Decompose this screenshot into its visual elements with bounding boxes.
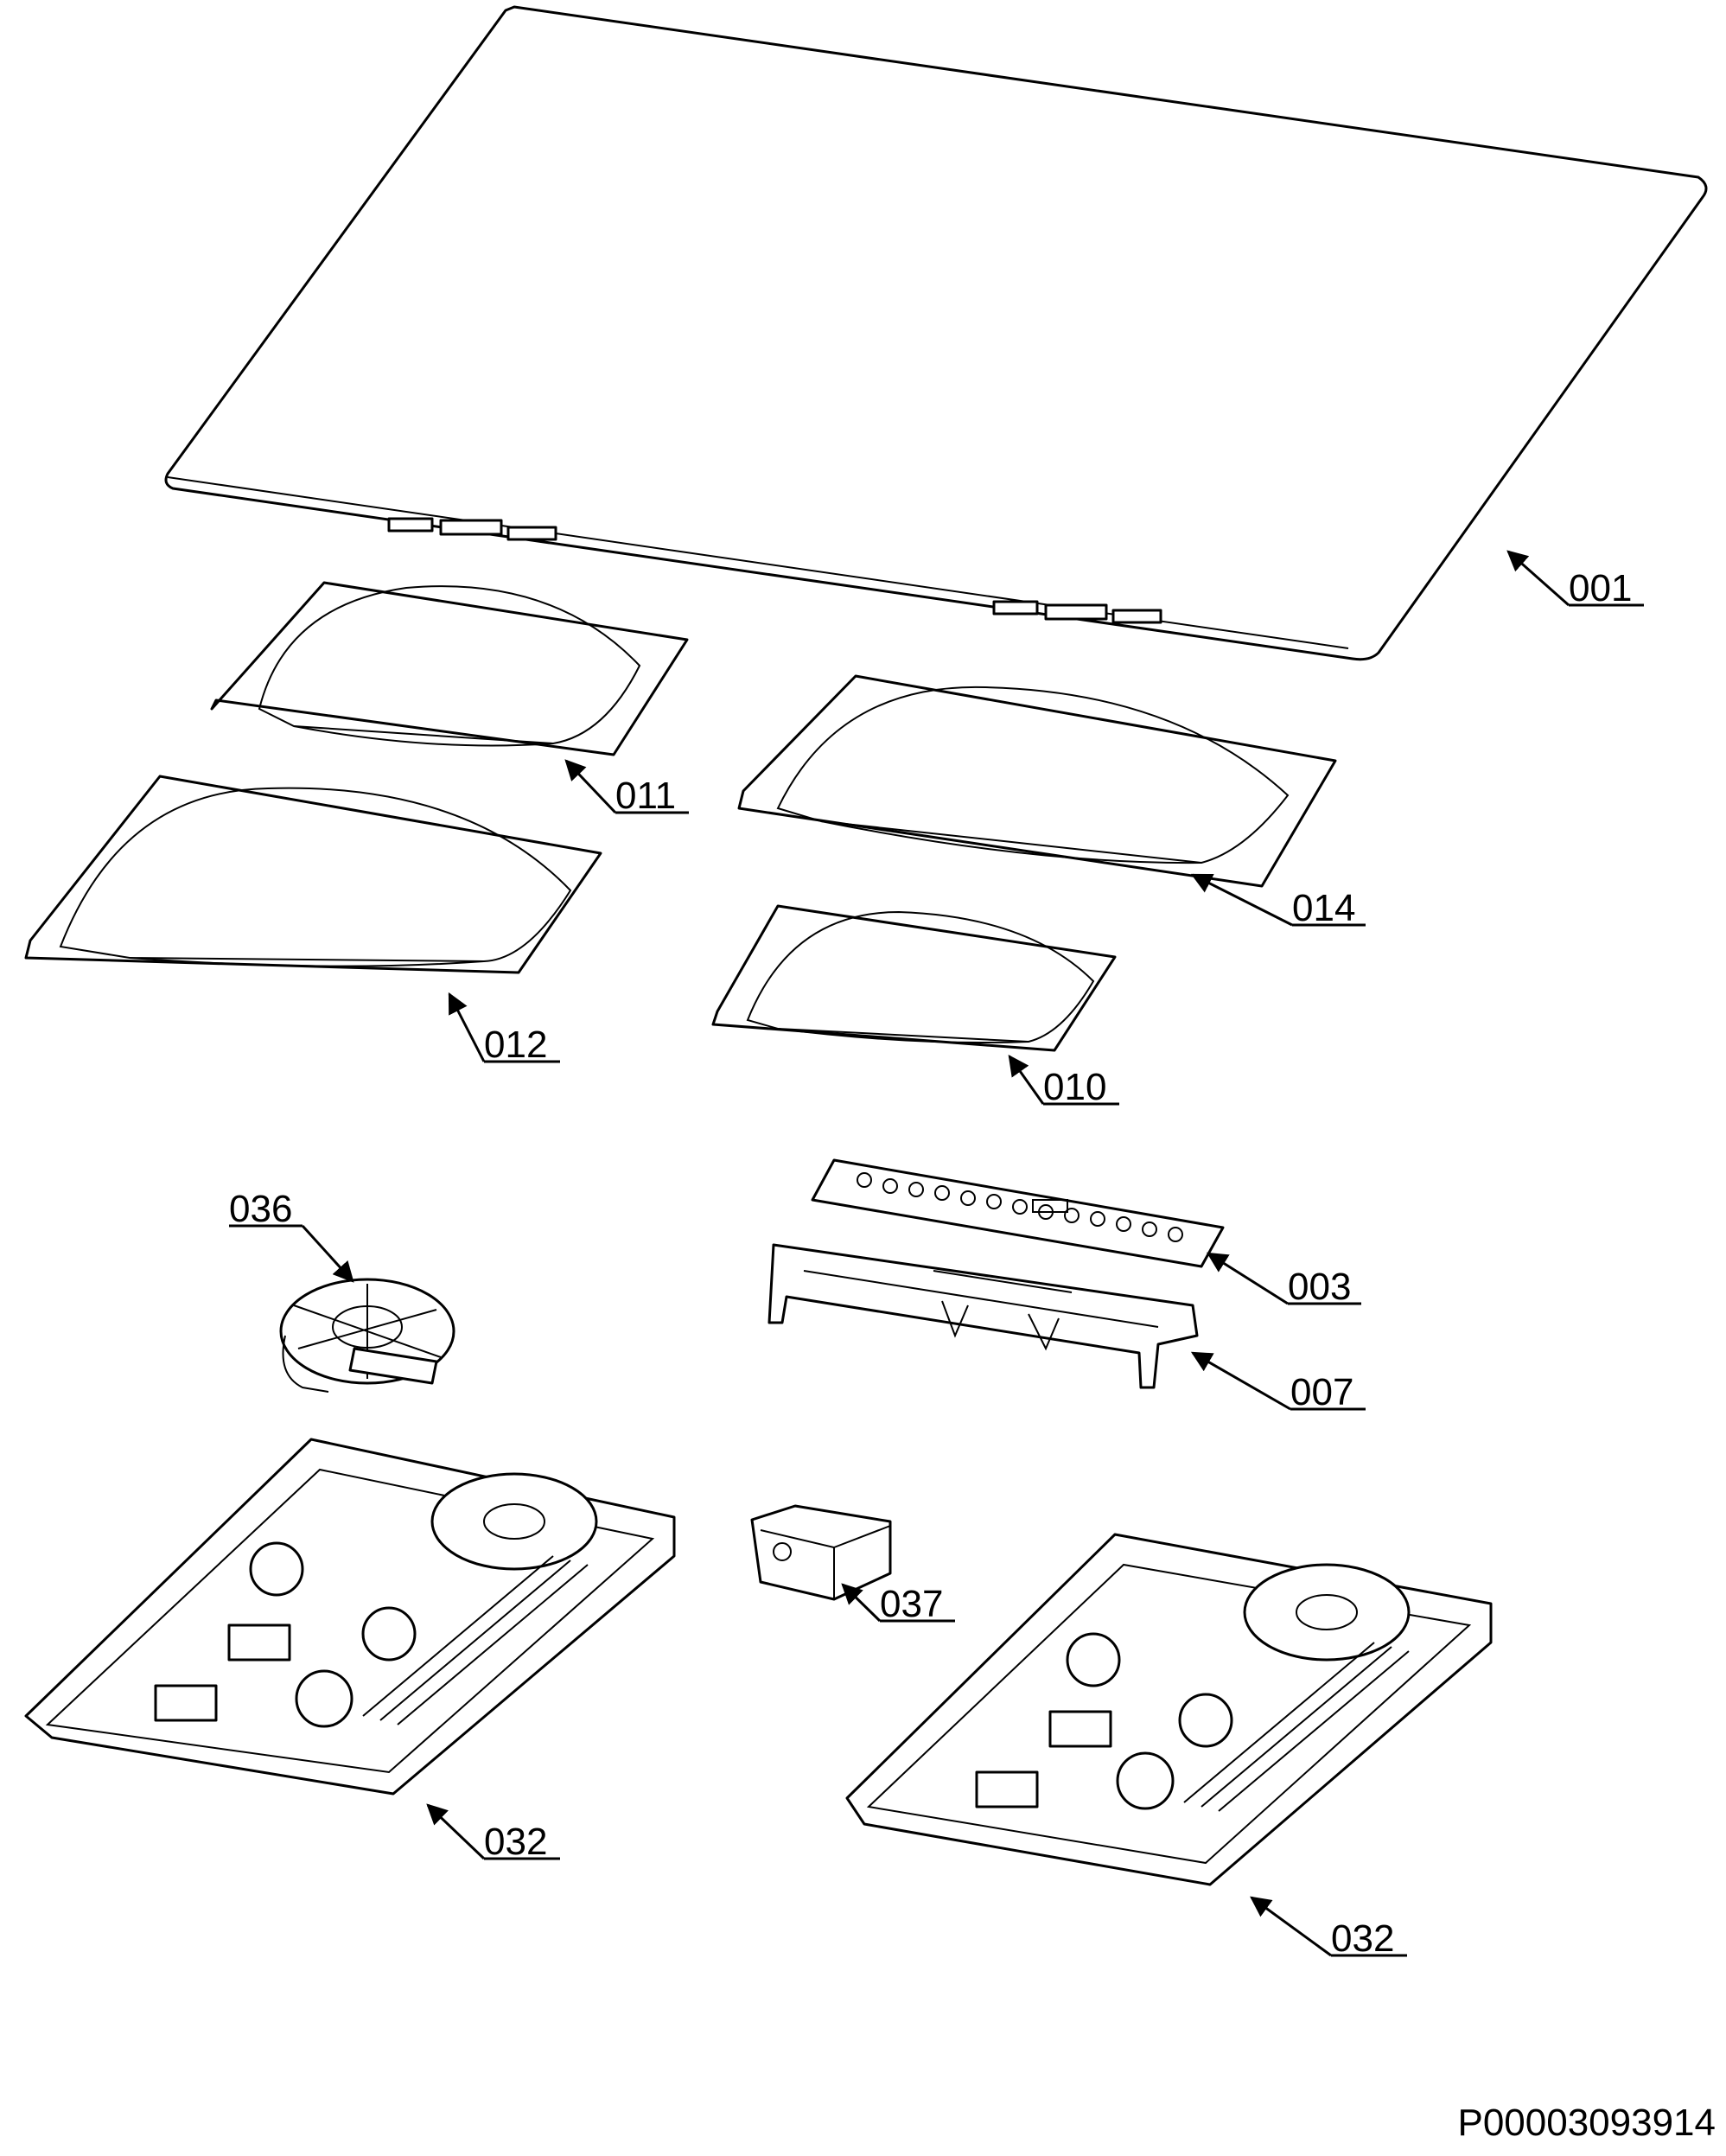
callout-014: 014 [1190, 873, 1366, 929]
callout-label: 003 [1288, 1266, 1351, 1308]
callout-label: 011 [615, 775, 676, 817]
part-036-fan [279, 1278, 455, 1393]
part-032-power-board-right [845, 1533, 1493, 1886]
part-001-glass-top [164, 5, 1708, 661]
callout-label: 037 [880, 1583, 943, 1625]
callout-036: 036 [229, 1188, 354, 1283]
callout-label: 036 [229, 1188, 292, 1230]
callout-label: 007 [1290, 1371, 1353, 1413]
callout-label: 032 [1331, 1917, 1394, 1960]
callout-011: 011 [564, 759, 689, 817]
part-010-induction-coil [711, 904, 1117, 1052]
part-032-power-board-left [24, 1438, 676, 1796]
part-003-control-board [811, 1158, 1225, 1268]
callout-032-left: 032 [426, 1803, 560, 1863]
part-012-induction-coil [24, 775, 602, 974]
callout-label: 010 [1043, 1066, 1106, 1108]
callout-001: 001 [1506, 550, 1644, 609]
callout-010: 010 [1008, 1055, 1119, 1108]
callout-032-right: 032 [1250, 1896, 1407, 1960]
callout-037: 037 [841, 1583, 955, 1625]
callout-label: 014 [1292, 887, 1355, 929]
part-014-induction-coil [737, 674, 1337, 888]
part-011-induction-coil [210, 581, 689, 756]
callout-label: 012 [484, 1024, 547, 1066]
part-007-bracket [767, 1243, 1199, 1389]
callout-label: 001 [1569, 567, 1632, 609]
part-037-terminal-block [750, 1504, 892, 1601]
drawing-code: P00003093914 [1457, 2102, 1716, 2144]
callout-007: 007 [1190, 1351, 1366, 1413]
callout-003: 003 [1206, 1252, 1361, 1308]
callout-012: 012 [448, 992, 560, 1066]
callout-label: 032 [484, 1821, 547, 1863]
